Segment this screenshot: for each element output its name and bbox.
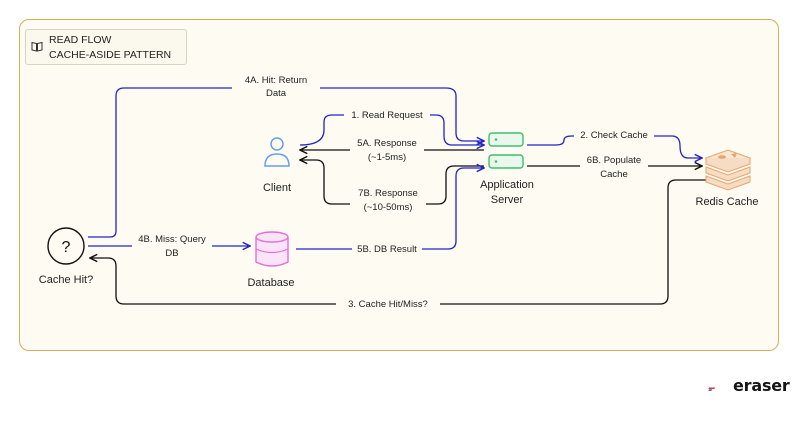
edge-label-2-text: 2. Check Cache [580, 130, 648, 141]
cache-hit-decision-node[interactable]: ? Cache Hit? [39, 227, 93, 286]
edge-label-6b: 6B. Populate Cache [580, 153, 648, 180]
edge-5b-db-result [296, 168, 484, 250]
title-line-2: CACHE-ASIDE PATTERN [49, 48, 172, 61]
edge-label-4b-line-1: 4B. Miss: Query [138, 234, 206, 245]
edge-label-5b: 5B. DB Result [352, 242, 422, 256]
application-server-label-line-2: Server [491, 194, 524, 206]
title-line-1: READ FLOW [49, 34, 112, 46]
edge-label-6b-line-2: Cache [600, 169, 627, 180]
edge-label-1: 1. Read Request [344, 108, 430, 122]
application-server-label-line-1: Application [480, 179, 534, 191]
diagram-title-box: READ FLOW CACHE-ASIDE PATTERN [25, 29, 187, 65]
cache-hit-label: Cache Hit? [39, 274, 93, 286]
edge-label-3: 3. Cache Hit/Miss? [336, 297, 440, 311]
edge-label-4b: 4B. Miss: Query DB [132, 232, 212, 259]
eraser-logo-icon [708, 387, 716, 391]
edge-label-4a-line-1: 4A. Hit: Return [245, 75, 307, 86]
edge-label-6b-line-1: 6B. Populate [587, 155, 641, 166]
server-icon [488, 132, 524, 169]
redis-icon [704, 149, 752, 191]
client-label: Client [263, 182, 291, 194]
edge-label-4a-line-2: Data [266, 88, 287, 99]
edge-label-4b-line-2: DB [165, 248, 178, 259]
edge-label-4a: 4A. Hit: Return Data [232, 73, 320, 99]
redis-cache-label: Redis Cache [696, 196, 759, 208]
database-label: Database [247, 277, 294, 289]
edge-label-5a-line-1: 5A. Response [357, 138, 417, 149]
client-node[interactable]: Client [263, 137, 291, 194]
redis-cache-node[interactable]: Redis Cache [696, 149, 759, 208]
edge-label-1-text: 1. Read Request [351, 110, 423, 121]
edge-label-5a-line-2: (~1-5ms) [368, 152, 406, 163]
diagram-title: READ FLOW CACHE-ASIDE PATTERN [49, 33, 171, 62]
diagram-frame [19, 19, 779, 351]
edge-label-7b-line-1: 7B. Response [358, 188, 418, 199]
edge-label-7b-line-2: (~10-50ms) [364, 202, 413, 213]
edge-label-5a: 5A. Response (~1-5ms) [350, 136, 424, 163]
database-icon [255, 231, 289, 267]
question-mark-icon: ? [62, 239, 71, 256]
user-icon [264, 137, 290, 167]
edge-label-3-text: 3. Cache Hit/Miss? [348, 299, 428, 310]
eraser-brand: eraser [733, 376, 790, 395]
book-icon [31, 41, 43, 52]
application-server-node[interactable]: Application Server [480, 132, 534, 206]
edge-label-7b: 7B. Response (~10-50ms) [350, 186, 426, 213]
edge-1-read-request [299, 114, 484, 145]
edge-label-5b-text: 5B. DB Result [357, 244, 417, 255]
edge-label-2: 2. Check Cache [574, 128, 654, 142]
database-node[interactable]: Database [247, 231, 295, 289]
